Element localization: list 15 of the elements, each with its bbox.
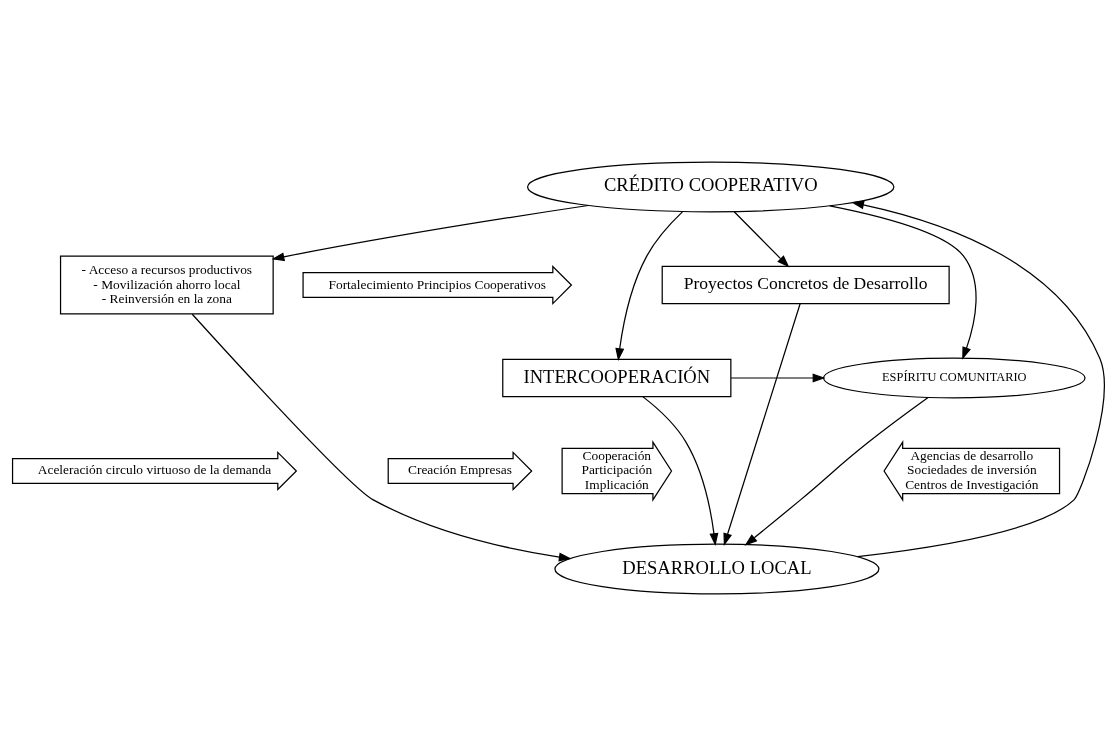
arrow [191, 313, 572, 562]
arrow [733, 211, 790, 268]
arrow [723, 303, 801, 546]
arrow [744, 396, 930, 546]
arrow [271, 204, 589, 262]
arrow [615, 211, 684, 361]
node-box: Proyectos Concretos de Desarrollo [661, 265, 950, 305]
arrow [851, 200, 1105, 558]
arrow [730, 373, 826, 383]
arrow [642, 396, 719, 547]
arrow [829, 205, 977, 360]
node-box: - Acceso a recursos productivos - Movilización ahorro local - Reinversión en la zona [59, 255, 274, 315]
node-ellipse: ESPÍRITU COMUNITARIO [822, 357, 1086, 399]
node-box: INTERCOOPERACIÓN [502, 358, 732, 398]
node-ellipse: DESARROLLO LOCAL [554, 543, 880, 595]
